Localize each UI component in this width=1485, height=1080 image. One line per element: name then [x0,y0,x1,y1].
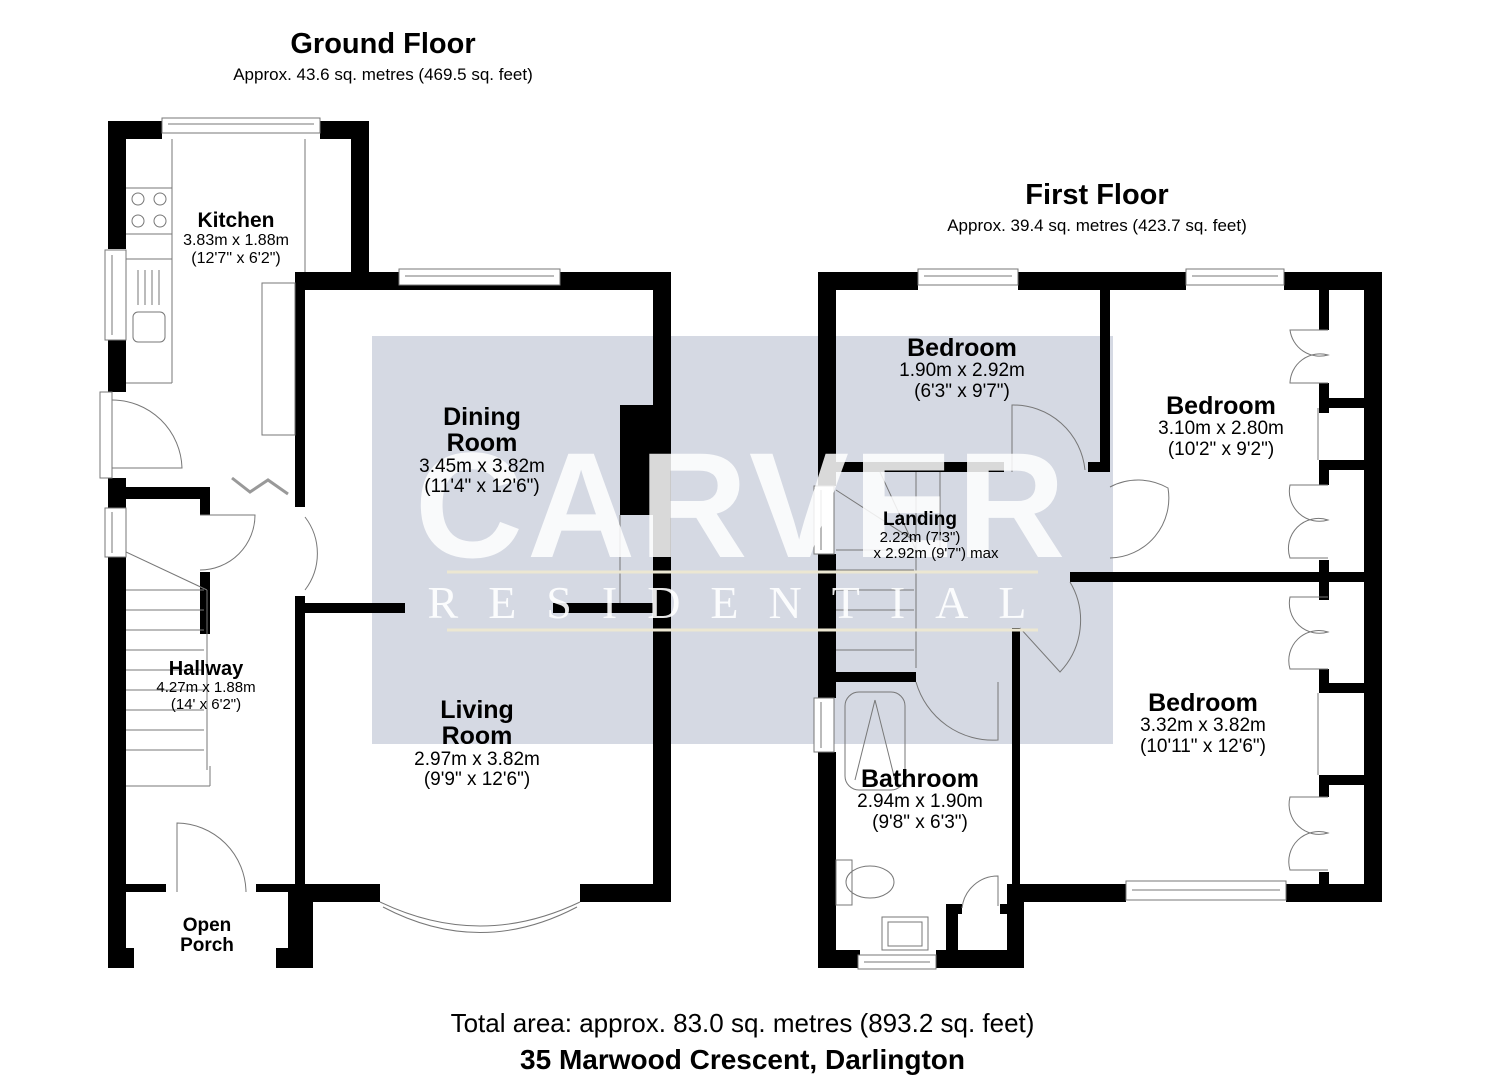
watermark: CARVER RESIDENTIAL [415,421,1070,632]
room-label-open-porch: Open Porch [180,916,234,956]
first-floor-area: Approx. 39.4 sq. metres (423.7 sq. feet) [947,216,1247,235]
room-name: Bedroom [1148,689,1258,717]
ground-floor-title: Ground Floor [290,28,476,60]
room-dimensions-metric: 3.10m x 2.80m [1158,418,1284,440]
room-dimensions-imperial: (9'9" x 12'6") [423,769,531,791]
room-name: Bedroom [1166,392,1276,420]
room-dimensions-metric: 3.32m x 3.82m [1140,715,1266,737]
ground-floor-walls [108,121,671,968]
room-dimensions-width: 2.22m (7'3") [879,528,961,546]
svg-text:RESIDENTIAL: RESIDENTIAL [428,577,1057,628]
room-dimensions-metric: 4.27m x 1.88m [156,679,256,696]
room-dimensions-imperial: (6'3" x 9'7") [914,381,1010,403]
room-dimensions-metric: 2.97m x 3.82m [414,748,540,770]
first-floor-title: First Floor [1025,179,1169,211]
room-dimensions-metric: 1.90m x 2.92m [899,360,1025,382]
room-dimensions-imperial: (10'11" x 12'6") [1139,736,1267,758]
room-dimensions-metric: 2.94m x 1.90m [857,791,983,813]
room-dimensions-imperial: (14' x 6'2") [170,695,242,713]
room-dimensions-metric: 3.83m x 1.88m [183,232,289,250]
room-label-bedroom-small: Bedroom 1.90m x 2.92m (6'3" x 9'7") [899,335,1025,403]
room-name-line1: Open [182,915,232,936]
room-name: Kitchen [197,209,275,232]
ground-floor-area: Approx. 43.6 sq. metres (469.5 sq. feet) [233,65,533,84]
room-name-line2: Room [441,722,513,751]
room-name-line1: Dining [443,403,521,431]
room-dimensions-length: x 2.92m (9'7") max [873,545,999,563]
ground-floor-fixtures [99,117,621,933]
room-label-kitchen: Kitchen 3.83m x 1.88m (12'7" x 6'2") [183,209,289,267]
room-name: Hallway [168,658,244,680]
svg-text:CARVER: CARVER [415,421,1070,589]
property-address: 35 Marwood Crescent, Darlington [520,1044,965,1075]
room-label-hallway: Hallway 4.27m x 1.88m (14' x 6'2") [156,659,255,713]
room-dimensions-imperial: (9'8" x 6'3") [872,812,968,834]
room-dimensions-imperial: (10'2" x 9'2") [1167,439,1275,461]
room-name: Landing [883,509,957,530]
room-name: Bathroom [860,765,980,793]
room-label-living-room: Living Room 2.97m x 3.82m (9'9" x 12'6") [414,697,540,791]
room-name-line2: Porch [180,934,234,956]
room-label-dining-room: Dining Room 3.45m x 3.82m (11'4" x 12'6"… [419,404,545,498]
room-dimensions-imperial: (11'4" x 12'6") [424,476,540,498]
room-dimensions-imperial: (12'7" x 6'2") [191,249,281,267]
room-name: Bedroom [907,334,1017,362]
room-name-line1: Living [440,696,514,724]
room-label-bathroom: Bathroom 2.94m x 1.90m (9'8" x 6'3") [857,766,983,834]
first-floor-fixtures [813,268,1330,970]
room-label-bedroom-rear: Bedroom 3.10m x 2.80m (10'2" x 9'2") [1158,393,1284,461]
first-floor-walls [818,272,1382,968]
total-area: Total area: approx. 83.0 sq. metres (893… [450,1008,1035,1038]
room-label-bedroom-front: Bedroom 3.32m x 3.82m (10'11" x 12'6") [1140,690,1266,758]
room-dimensions-metric: 3.45m x 3.82m [419,455,545,477]
room-label-landing: Landing 2.22m (7'3") x 2.92m (9'7") max [842,510,999,563]
room-name-line2: Room [446,429,518,458]
watermark-background [372,336,1113,744]
